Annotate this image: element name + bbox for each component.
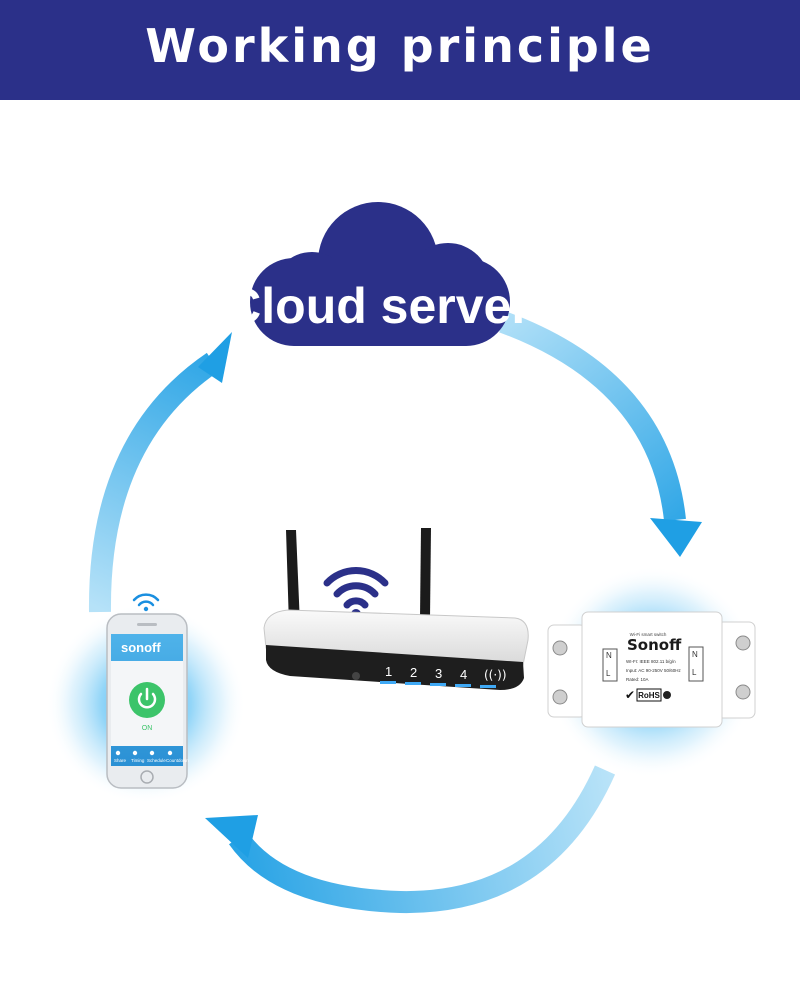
header-banner: Working principle <box>0 0 800 100</box>
power-icon <box>137 687 157 709</box>
phone-tab-bar: Share Timing Schedule Countdown <box>114 758 189 763</box>
port-label-2: 2 <box>410 665 417 680</box>
phone-app-brand: sonoff <box>121 640 161 655</box>
page-title: Working principle <box>145 19 655 73</box>
router-antenna-right <box>420 528 431 618</box>
phone-tab-icons <box>115 750 173 756</box>
input-terminal-l: L <box>606 669 611 678</box>
tab-countdown[interactable]: Countdown <box>166 758 189 763</box>
phone-wifi-icon <box>132 593 160 607</box>
switch-spec-rated: Rated: 10A <box>626 677 649 682</box>
router-port-labels: 1 2 3 4 <box>385 664 467 682</box>
wifi-signal-icon <box>323 567 389 609</box>
tab-share[interactable]: Share <box>114 758 127 763</box>
switch-spec-wifi: WI-FI: IEEE 802.11 b/g/n <box>626 659 676 664</box>
switch-spec-list: WI-FI: IEEE 802.11 b/g/n Input: AC 90-25… <box>626 659 682 682</box>
pairing-button[interactable] <box>663 691 671 699</box>
tab-schedule[interactable]: Schedule <box>147 758 166 763</box>
tab-timing[interactable]: Timing <box>131 758 145 763</box>
switch-brand: Sonoff <box>627 636 682 654</box>
arrow-cloud-to-switch <box>499 311 702 557</box>
power-state-label: ON <box>142 725 153 732</box>
port-label-1: 1 <box>385 664 392 679</box>
input-terminal-n: N <box>606 651 612 660</box>
cloud-label: Cloud server <box>225 278 531 334</box>
output-terminal-l: L <box>692 668 697 677</box>
checkmark-icon: ✔ <box>625 688 635 702</box>
switch-subtitle: Wi-Fi smart switch <box>630 632 667 637</box>
cloud-server: Cloud server <box>225 202 531 346</box>
arrow-phone-to-cloud <box>88 332 232 613</box>
home-button[interactable] <box>140 770 154 784</box>
rohs-badge: RoHS <box>638 691 660 700</box>
arrow-switch-to-phone <box>205 765 616 914</box>
wifi-router: 1 2 3 4 ((·)) <box>263 528 529 690</box>
terminal-screw-icon <box>552 635 751 705</box>
output-terminal-n: N <box>692 650 698 659</box>
router-antenna-left <box>286 530 300 625</box>
sonoff-switch: N L N L Sonoff Wi-Fi smart switch WI-FI:… <box>546 566 758 778</box>
router-wireless-icon: ((·)) <box>484 668 507 682</box>
port-label-4: 4 <box>460 667 467 682</box>
switch-spec-input: Input: AC 90-250V 50/60Hz <box>626 668 682 673</box>
port-label-3: 3 <box>435 666 442 681</box>
smartphone: sonoff ON Share Timing Schedule Countdow… <box>46 593 246 804</box>
